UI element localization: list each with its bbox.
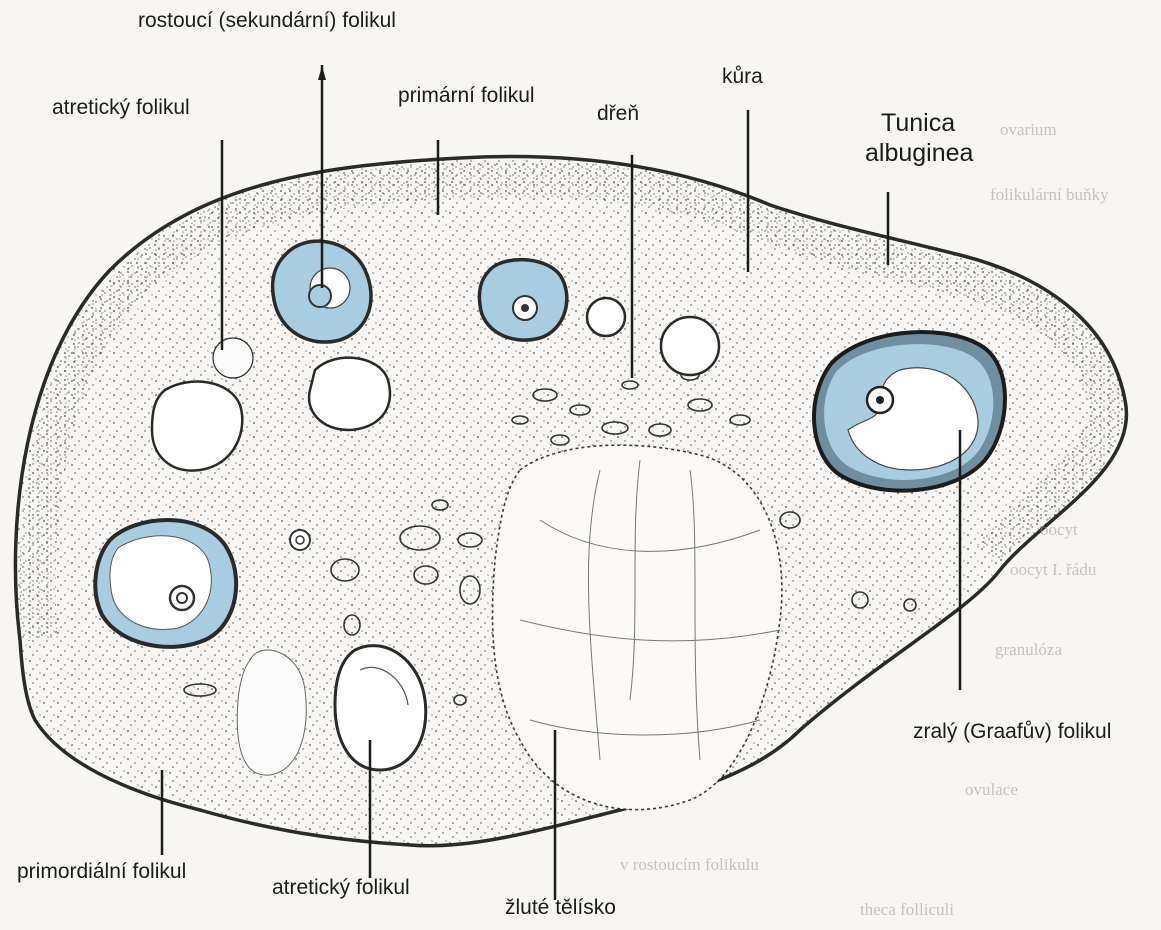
background-text-5: v rostoucím folikulu [620, 855, 759, 875]
background-text-2: folikulární buňky [990, 185, 1109, 205]
leader-rostouci-arrow [318, 66, 326, 80]
label-atreticky-top: atretický folikul [52, 96, 190, 120]
background-text-4: oocyt I. řádu [1010, 560, 1096, 580]
background-text-1: ovarium [1000, 120, 1057, 140]
background-text-8: ovulace [965, 780, 1018, 800]
background-text-7: granulóza [995, 640, 1062, 660]
label-dren: dřeň [597, 102, 639, 126]
primordial-region [237, 650, 306, 775]
label-rostouci: rostoucí (sekundární) folikul [138, 9, 396, 33]
small-follicle [290, 530, 310, 550]
label-primordialni: primordiální folikul [17, 860, 186, 884]
label-zlute: žluté tělísko [505, 896, 616, 920]
graafian-follicle [814, 332, 1005, 491]
primary-follicle [479, 260, 566, 340]
label-tunica-line2: albuginea [865, 138, 973, 168]
background-text-6: theca folliculi [860, 900, 954, 920]
label-atreticky-bottom: atretický folikul [272, 876, 410, 900]
label-tunica-line1: Tunica [865, 108, 973, 138]
label-primarni: primární folikul [398, 84, 535, 108]
background-text-3: oocyt [1040, 520, 1078, 540]
label-zraly: zralý (Graafův) folikul [913, 720, 1111, 744]
label-kura: kůra [722, 65, 763, 89]
left-follicle [95, 520, 236, 647]
label-tunica: Tunica albuginea [865, 108, 973, 168]
